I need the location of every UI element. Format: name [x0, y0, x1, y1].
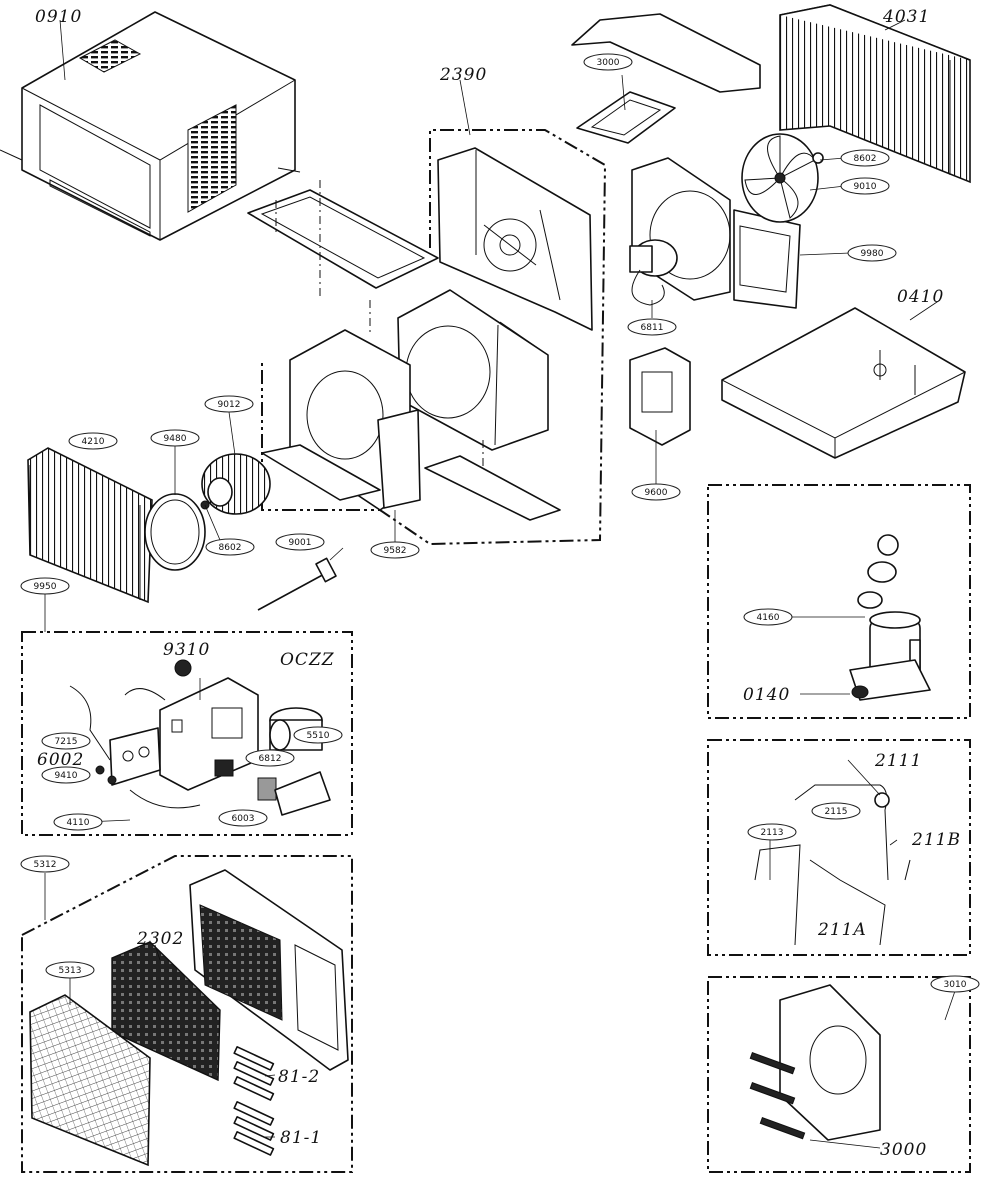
front-grille-group: [21, 855, 353, 1173]
svg-text:5313: 5313: [59, 966, 82, 976]
condenser-shroud-group: [707, 976, 971, 1173]
leader-lines: [44, 19, 956, 1149]
label-9310: 9310: [163, 640, 210, 660]
tag-6811: 6811: [627, 318, 677, 336]
tag-9010: 9010: [840, 177, 890, 195]
label-211a: 211A: [817, 920, 867, 940]
tag-5313: 5313: [45, 961, 95, 979]
svg-text:7215: 7215: [55, 737, 78, 747]
tag-4210: 4210: [68, 432, 118, 450]
tag-9410: 9410: [41, 766, 91, 784]
tag-5312: 5312: [20, 855, 70, 873]
svg-text:8602: 8602: [854, 154, 877, 164]
tag-9950: 9950: [20, 577, 70, 595]
svg-text:9010: 9010: [854, 182, 877, 192]
refrigerant-tubing-group: [707, 739, 971, 956]
svg-text:3010: 3010: [944, 980, 967, 990]
base-pan: [721, 307, 966, 459]
tag-3000: 3000: [583, 53, 633, 71]
condenser-bracket-set: [749, 1052, 806, 1140]
label-0910: 0910: [35, 7, 82, 27]
assembly-2390-group: [261, 129, 607, 546]
svg-text:9950: 9950: [34, 582, 57, 592]
svg-text:9012: 9012: [218, 400, 241, 410]
drain-tray: [247, 180, 439, 300]
motor-shaft: [257, 557, 337, 611]
tag-9012: 9012: [204, 395, 254, 413]
label-6002: 6002: [37, 750, 84, 770]
tag-8602-blower: 8602: [205, 538, 255, 556]
label-211b: 211B: [911, 830, 961, 850]
tag-9980: 9980: [847, 244, 897, 262]
label-81-2: 81-2: [278, 1067, 320, 1087]
svg-text:3000: 3000: [597, 58, 620, 68]
label-4031: 4031: [882, 7, 930, 27]
top-cover: [571, 13, 761, 93]
compressor-group: [707, 484, 971, 719]
tag-6003: 6003: [218, 809, 268, 827]
label-0czz: OCZZ: [280, 650, 335, 670]
svg-text:4160: 4160: [757, 613, 780, 623]
svg-text:9480: 9480: [164, 434, 187, 444]
label-81-1: 81-1: [280, 1128, 322, 1148]
label-2302: 2302: [136, 929, 184, 949]
blower-orifice-ring: [144, 493, 206, 571]
tag-9001: 9001: [275, 533, 325, 551]
tag-9480: 9480: [150, 429, 200, 447]
svg-text:4210: 4210: [82, 437, 105, 447]
svg-text:9980: 9980: [861, 249, 884, 259]
tag-2115: 2115: [811, 802, 861, 820]
svg-text:2115: 2115: [825, 807, 848, 817]
tag-3010: 3010: [930, 975, 980, 993]
tag-9600: 9600: [631, 483, 681, 501]
control-bracket: [629, 347, 691, 446]
louver-stack: [233, 1046, 275, 1156]
label-2390: 2390: [439, 65, 487, 85]
svg-text:6812: 6812: [259, 754, 282, 764]
label-0140: 0140: [743, 685, 790, 705]
tag-9582: 9582: [370, 541, 420, 559]
svg-text:2113: 2113: [761, 828, 784, 838]
label-2111: 2111: [874, 751, 922, 771]
orifice-plate: [576, 91, 676, 144]
svg-text:8602: 8602: [219, 543, 242, 553]
condenser-fan-blade: [741, 133, 824, 223]
svg-text:5312: 5312: [34, 860, 57, 870]
tag-2113: 2113: [747, 823, 797, 841]
svg-text:5510: 5510: [307, 731, 330, 741]
control-box-group: [21, 631, 353, 836]
tag-6812: 6812: [245, 749, 295, 767]
condenser-coil: [779, 4, 971, 184]
label-3000-shroud: 3000: [880, 1140, 927, 1160]
blower-wheel: [200, 453, 271, 515]
cabinet-case: [0, 11, 301, 241]
svg-text:4110: 4110: [67, 818, 90, 828]
tag-7215: 7215: [41, 732, 91, 750]
tag-4160: 4160: [743, 608, 793, 626]
svg-text:9410: 9410: [55, 771, 78, 781]
svg-text:6811: 6811: [641, 323, 664, 333]
svg-text:9001: 9001: [289, 538, 312, 548]
label-0410: 0410: [897, 287, 944, 307]
tag-8602-fan: 8602: [840, 149, 890, 167]
tag-5510: 5510: [293, 726, 343, 744]
svg-text:9582: 9582: [384, 546, 407, 556]
tag-4110: 4110: [53, 813, 103, 831]
svg-text:6003: 6003: [232, 814, 255, 824]
svg-text:9600: 9600: [645, 488, 668, 498]
